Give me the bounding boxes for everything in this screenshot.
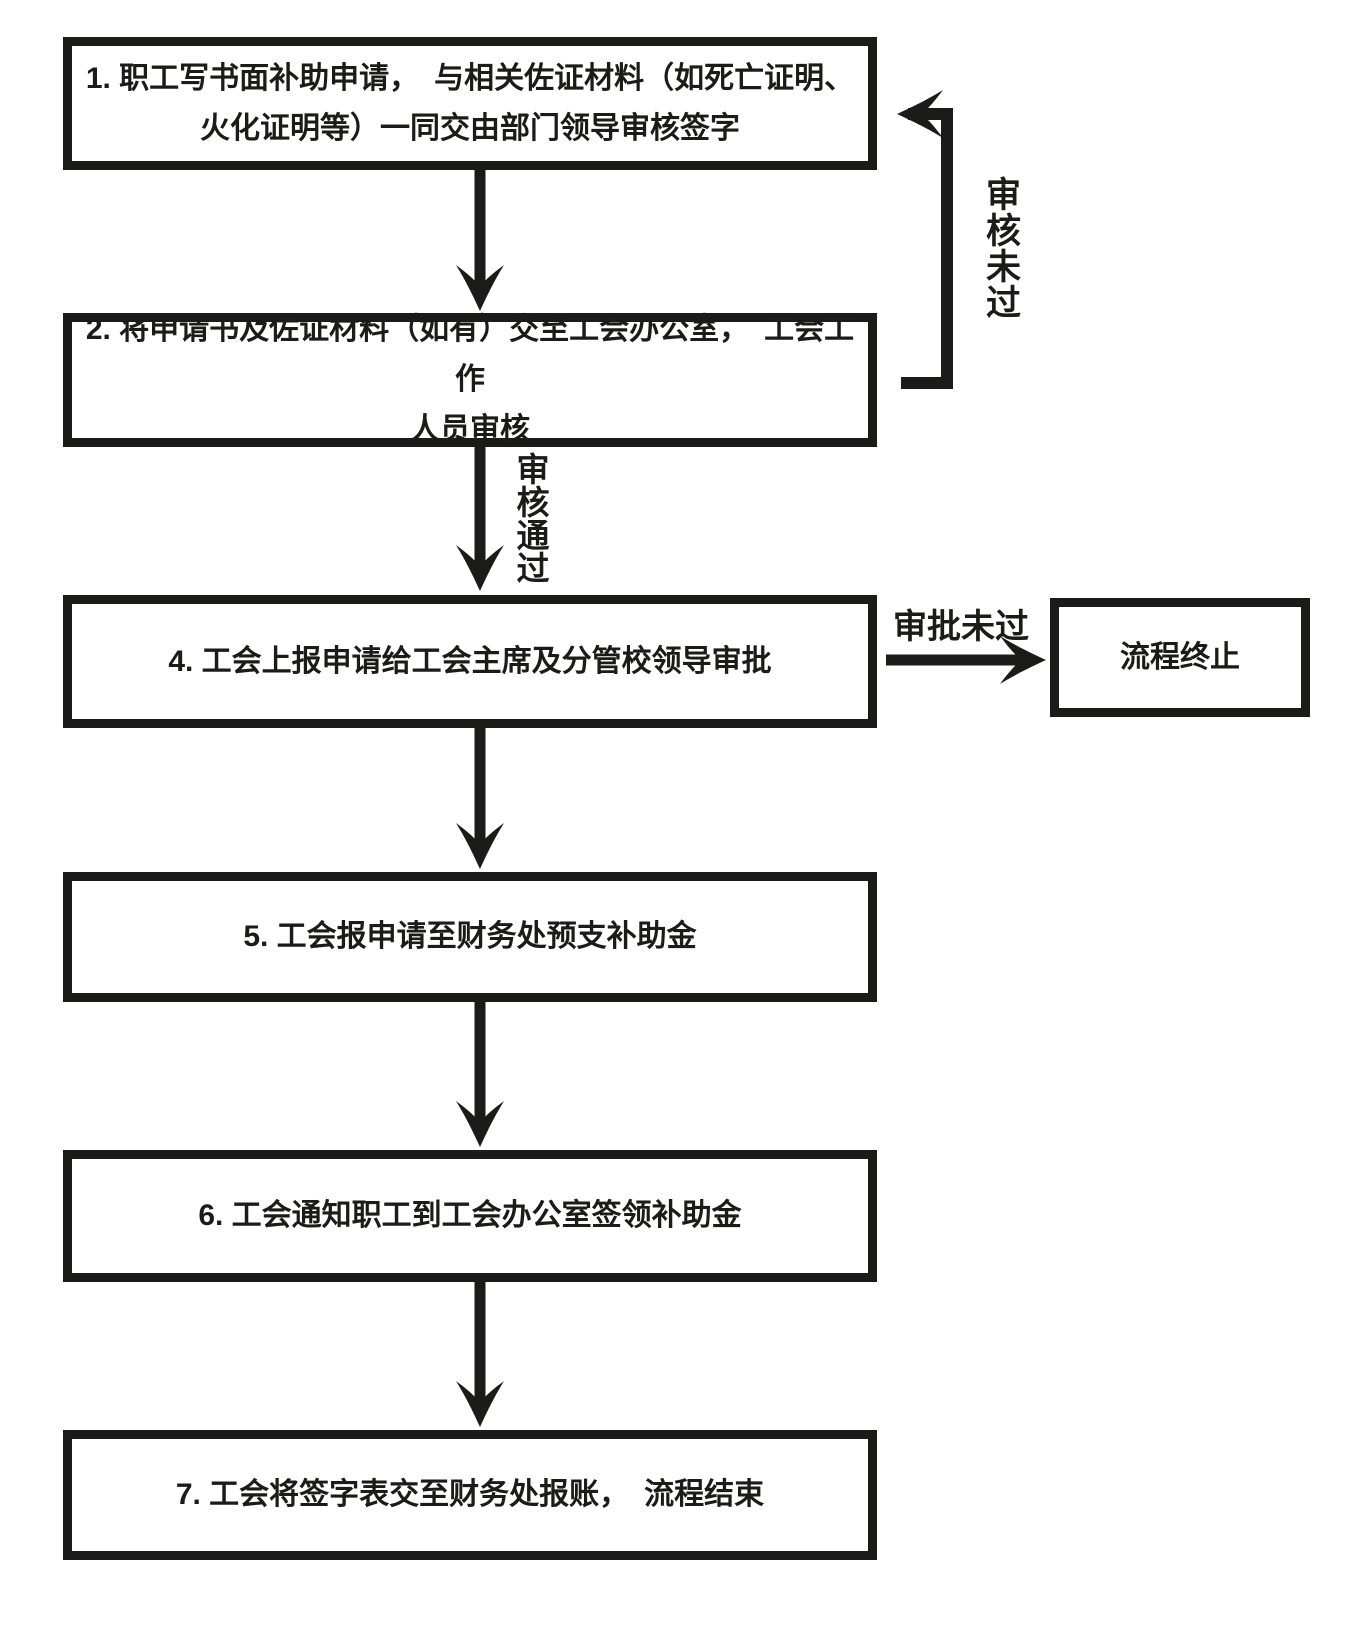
flow-box-step2-line2: 人员审核 — [410, 413, 530, 446]
flow-box-step7-text: 7. 工会将签字表交至财务处报账， 流程结束 — [175, 1478, 765, 1511]
flow-box-step4-text: 4. 工会上报申请给工会主席及分管校领导审批 — [168, 644, 772, 678]
flow-box-step5-text: 5. 工会报申请至财务处预支补助金 — [243, 920, 697, 953]
flow-box-step6: 6. 工会通知职工到工会办公室签领补助金 — [63, 1150, 877, 1282]
edge-label-approval-failed: 审批未过 — [893, 608, 1029, 646]
flow-box-step4: 4. 工会上报申请给工会主席及分管校领导审批 — [63, 595, 877, 728]
arrow-step6-to-step7-head — [456, 1381, 504, 1427]
arrow-step4-to-step5-head — [456, 823, 504, 869]
flow-box-terminate-text: 流程终止 — [1120, 640, 1240, 674]
flow-box-step7: 7. 工会将签字表交至财务处报账， 流程结束 — [63, 1430, 877, 1560]
arrow-step2-to-step4-head — [456, 545, 504, 591]
flow-box-step2-line1: 2. 将申请书及佐证材料（如有）交至工会办公室， 工会工作 — [85, 313, 855, 396]
flow-box-step1-line1: 1. 职工写书面补助申请， 与相关佐证材料（如死亡证明、 — [85, 61, 855, 95]
flow-box-step6-text: 6. 工会通知职工到工会办公室签领补助金 — [198, 1199, 742, 1232]
arrow-step5-to-step6-head — [456, 1101, 504, 1147]
flow-box-step5: 5. 工会报申请至财务处预支补助金 — [63, 872, 877, 1002]
flow-box-terminate: 流程终止 — [1050, 598, 1310, 717]
flow-box-step1-line2: 火化证明等）一同交由部门领导审核签字 — [200, 111, 740, 145]
arrow-step2-to-step1-head — [897, 90, 943, 138]
flow-box-step2: 2. 将申请书及佐证材料（如有）交至工会办公室， 工会工作 人员审核 — [63, 313, 877, 447]
flow-box-step1: 1. 职工写书面补助申请， 与相关佐证材料（如死亡证明、 火化证明等）一同交由部… — [63, 37, 877, 170]
edge-label-review-failed: 审核未过 — [981, 176, 1020, 320]
arrow-step2-to-step1-loop — [901, 108, 953, 389]
edge-label-review-passed: 审核通过 — [512, 452, 549, 584]
